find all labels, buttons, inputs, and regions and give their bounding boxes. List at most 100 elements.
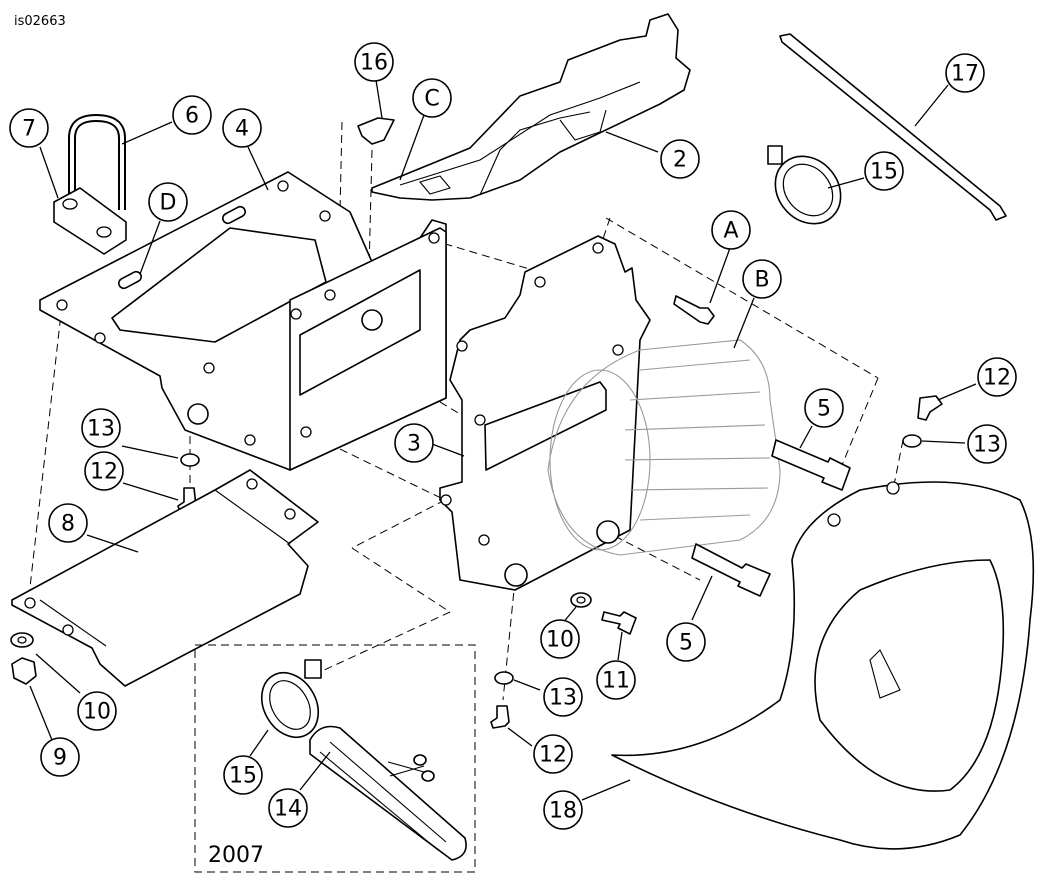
callout-c2: 2 [660,139,700,179]
figure-reference: is02663 [14,14,66,29]
callout-label: 5 [679,631,693,656]
callout-c13a: 13 [967,424,1007,464]
callout-label: C [424,87,439,112]
callout-label: 6 [185,104,199,129]
callout-c14: 14 [268,788,308,828]
callout-label: 10 [83,700,111,725]
callout-c7: 7 [9,108,49,148]
callout-c4: 4 [222,108,262,148]
callout-circle [354,42,394,82]
callout-label: 13 [973,433,1001,458]
callout-circle [977,357,1017,397]
callout-c5a: 5 [804,388,844,428]
callout-circle [223,755,263,795]
callout-c5b: 5 [666,622,706,662]
part-7-clamp-block [53,187,127,255]
part-17-cable-strap [779,33,1007,221]
callout-label: 15 [870,160,898,185]
callout-circle [84,451,124,491]
inset-year-label: 2007 [208,843,264,868]
callout-circle [596,660,636,700]
callout-c11: 11 [596,660,636,700]
callout-label: A [723,219,738,244]
callout-circle [172,95,212,135]
callout-circle [268,788,308,828]
callout-label: 2 [673,148,687,173]
callout-c17: 17 [945,53,985,93]
callout-circle [543,677,583,717]
callout-circle [48,503,88,543]
part-16-clip [357,117,395,145]
callout-c10a: 10 [540,619,580,659]
part-8-lower-bracket [11,469,319,687]
scissors-icon [387,754,435,782]
callout-c15b: 15 [223,755,263,795]
callout-circle [40,737,80,777]
callout-c6: 6 [172,95,212,135]
callout-label: 7 [22,117,36,142]
part-2-bracket-assembly [371,13,691,201]
callout-label: 15 [229,764,257,789]
callout-circle [660,139,700,179]
part-6-u-bolt [68,114,126,210]
callout-c9: 9 [40,737,80,777]
callout-circle [666,622,706,662]
leader-lines [29,79,977,801]
callout-label: 12 [539,743,567,768]
callout-circle [543,790,583,830]
callout-circle [711,210,751,250]
callout-label: D [160,191,177,216]
callout-label: 14 [274,797,302,822]
part-14-conduit [309,725,467,861]
callout-circle [77,691,117,731]
callout-circle [394,423,434,463]
callout-label: 17 [951,62,979,87]
callout-c10b: 10 [77,691,117,731]
callout-circle [222,108,262,148]
inset-box [194,644,476,873]
callout-cB: B [742,259,782,299]
callout-label: 4 [235,117,249,142]
callout-label: 13 [87,417,115,442]
part-3-bracket-plate [439,235,651,591]
callout-c3: 3 [394,423,434,463]
callout-c18: 18 [543,790,583,830]
callout-c8: 8 [48,503,88,543]
part-4-mounting-plate [39,171,447,471]
callout-c12c: 12 [533,734,573,774]
callout-label: 12 [983,366,1011,391]
callout-circle [533,734,573,774]
callout-label: 16 [360,51,388,76]
callout-circle [804,388,844,428]
callout-label: 8 [61,512,75,537]
callout-c13b: 13 [81,408,121,448]
callout-label: 9 [53,746,67,771]
callout-circle [967,424,1007,464]
callout-c12b: 12 [84,451,124,491]
callout-c15a: 15 [864,151,904,191]
part-15-clamp-upper [767,145,842,225]
callout-cC: C [412,78,452,118]
callout-cD: D [148,182,188,222]
callout-label: 18 [549,799,577,824]
callout-c13c: 13 [543,677,583,717]
callout-circle [540,619,580,659]
callout-c16: 16 [354,42,394,82]
callout-label: B [754,268,769,293]
callout-label: 12 [90,460,118,485]
callout-label: 3 [407,432,421,457]
callout-label: 13 [549,686,577,711]
callout-circle [81,408,121,448]
callout-circle [742,259,782,299]
callout-circle [148,182,188,222]
callout-c12a: 12 [977,357,1017,397]
part-b-headlamp [547,339,781,556]
callout-circle [945,53,985,93]
callout-circle [864,151,904,191]
callout-label: 5 [817,397,831,422]
inset-2007: 2007 [194,644,476,873]
part-18-nacelle [611,481,1035,850]
callout-label: 10 [546,628,574,653]
